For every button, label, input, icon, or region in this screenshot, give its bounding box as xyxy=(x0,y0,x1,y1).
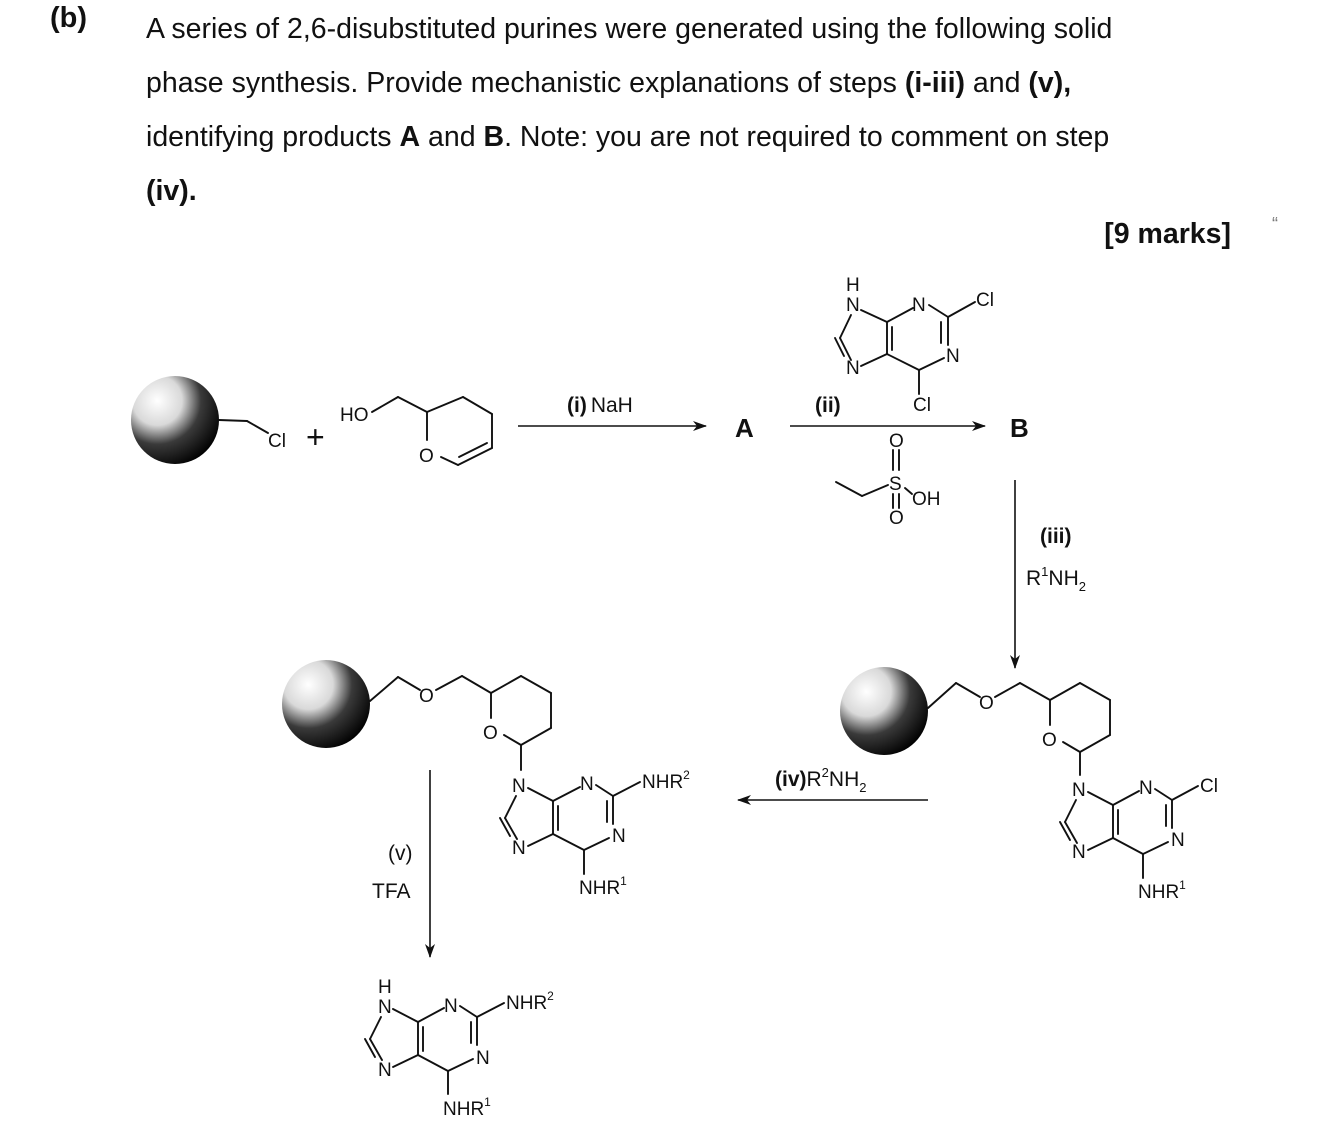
svg-text:O: O xyxy=(979,693,994,714)
svg-text:N: N xyxy=(1139,778,1153,799)
question-line-2: phase synthesis. Provide mechanistic exp… xyxy=(146,67,1072,99)
svg-text:O: O xyxy=(1042,730,1057,751)
question-line-1: A series of 2,6-disubstituted purines we… xyxy=(146,13,1113,45)
svg-text:S: S xyxy=(889,474,902,495)
svg-text:N: N xyxy=(612,826,626,847)
step-iv-reagent: (iv)R2NH2 xyxy=(775,765,866,795)
plus-sign: + xyxy=(306,419,325,455)
svg-text:N: N xyxy=(912,295,926,316)
svg-text:O: O xyxy=(483,723,498,744)
svg-text:N: N xyxy=(580,774,594,795)
step-i-reagent: (i)NaH xyxy=(567,394,633,417)
svg-text:N: N xyxy=(846,358,860,379)
svg-text:H: H xyxy=(846,275,860,296)
svg-text:Cl: Cl xyxy=(976,290,994,311)
svg-text:NHR2: NHR2 xyxy=(506,989,554,1014)
svg-text:NHR2: NHR2 xyxy=(642,768,690,793)
svg-text:N: N xyxy=(946,346,960,367)
question-line-3: identifying products A and B. Note: you … xyxy=(146,121,1110,153)
svg-text:O: O xyxy=(889,431,904,452)
resin-intermediate-left: O O N N N N NHR2 NHR1 xyxy=(282,660,690,899)
step-iii-reagent: R1NH2 xyxy=(1026,564,1086,594)
svg-text:NHR1: NHR1 xyxy=(579,874,627,899)
svg-text:Cl: Cl xyxy=(913,395,931,416)
hydroxyl-label: HO xyxy=(340,405,369,426)
svg-text:O: O xyxy=(419,686,434,707)
step-iii-label: (iii) xyxy=(1040,525,1072,548)
step-ii-label: (ii) xyxy=(815,394,841,417)
ethanesulfonic-acid-reagent: O S O OH xyxy=(835,431,941,529)
chloride-atom: Cl xyxy=(268,431,286,452)
svg-text:N: N xyxy=(512,838,526,859)
svg-text:N: N xyxy=(1171,830,1185,851)
step-v-label: (v) xyxy=(388,842,413,865)
question-text: A series of 2,6-disubstituted purines we… xyxy=(146,2,1266,218)
product-b-label: B xyxy=(1010,413,1029,443)
dichloropurine-reagent: H N N N N Cl Cl xyxy=(834,275,994,416)
resin-bead-start: Cl xyxy=(131,376,286,464)
svg-text:N: N xyxy=(1072,842,1086,863)
svg-text:N: N xyxy=(512,776,526,797)
stray-mark-icon: “ xyxy=(1272,214,1278,234)
marks-badge: [9 marks] xyxy=(1104,218,1231,250)
question-line-4: (iv). xyxy=(146,175,197,207)
svg-text:H: H xyxy=(378,977,392,998)
svg-text:N: N xyxy=(846,295,860,316)
svg-text:N: N xyxy=(378,1060,392,1081)
svg-text:N: N xyxy=(1072,780,1086,801)
svg-text:Cl: Cl xyxy=(1200,776,1218,797)
svg-text:O: O xyxy=(889,508,904,529)
svg-text:NHR1: NHR1 xyxy=(1138,878,1186,903)
svg-text:N: N xyxy=(378,997,392,1018)
final-purine-product: H N N N N NHR2 NHR1 xyxy=(364,977,554,1120)
product-a-label: A xyxy=(735,413,754,443)
resin-intermediate-right: O O N N N N Cl NHR1 xyxy=(840,667,1218,903)
svg-text:NHR1: NHR1 xyxy=(443,1095,491,1120)
svg-text:N: N xyxy=(444,996,458,1017)
svg-text:N: N xyxy=(476,1048,490,1069)
step-v-reagent: TFA xyxy=(372,880,411,903)
svg-text:OH: OH xyxy=(912,489,941,510)
question-label: (b) xyxy=(50,2,88,34)
dihydropyran-methanol: HO O xyxy=(340,396,493,467)
ring-oxygen: O xyxy=(419,446,434,467)
